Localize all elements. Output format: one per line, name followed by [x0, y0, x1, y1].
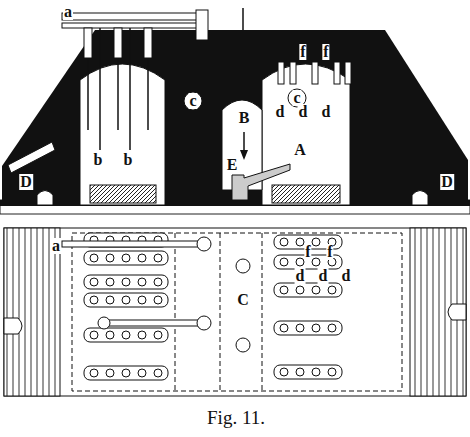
hole: [122, 331, 130, 339]
callout-letter: B: [238, 110, 251, 126]
hole: [328, 368, 336, 376]
hole: [280, 258, 288, 266]
hole-row: [274, 365, 342, 379]
hole: [90, 278, 98, 286]
hole: [328, 324, 336, 332]
hole-row: [84, 293, 168, 307]
callout-letter: a: [51, 238, 61, 254]
opening: [236, 338, 250, 352]
hole-row: [274, 321, 342, 335]
hole: [280, 324, 288, 332]
hole: [90, 254, 98, 262]
callout-letter: f: [326, 244, 333, 260]
plan-dashed-lines: [72, 233, 402, 391]
hearth: [90, 185, 156, 203]
plan-end: [4, 228, 60, 396]
callout-letter: d: [295, 268, 306, 284]
callout-letter: f: [322, 44, 329, 60]
hole: [122, 296, 130, 304]
callout-letter: f: [299, 44, 306, 60]
callout-letter: b: [93, 152, 104, 168]
hearth: [272, 185, 340, 203]
callout-letter: D: [19, 174, 33, 190]
hole: [106, 369, 114, 377]
hole: [122, 278, 130, 286]
callout-letter: D: [440, 174, 454, 190]
plan-outline: [4, 228, 466, 396]
hole: [296, 368, 304, 376]
hole: [296, 258, 304, 266]
callout-letter: c: [188, 93, 197, 109]
hole: [312, 238, 320, 246]
hole: [90, 369, 98, 377]
gas-main: [100, 320, 200, 326]
hole: [122, 254, 130, 262]
callout-letter: A: [293, 142, 307, 158]
callout-letter: C: [236, 292, 250, 308]
hole-row: [84, 328, 168, 342]
hole: [328, 286, 336, 294]
hole: [312, 258, 320, 266]
flue: [412, 191, 428, 206]
hole: [296, 238, 304, 246]
hole: [106, 331, 114, 339]
figure-caption: Fig. 11.: [207, 407, 265, 429]
left-chamber: [80, 64, 165, 205]
callout-letter: E: [226, 157, 239, 173]
opening: [236, 259, 250, 273]
plan-end: [410, 228, 466, 396]
hole-row: [274, 283, 342, 297]
hole-row: [84, 251, 168, 265]
hole: [280, 368, 288, 376]
hole: [154, 296, 162, 304]
hole: [138, 369, 146, 377]
callout-letter: d: [321, 104, 332, 120]
opening: [184, 92, 202, 110]
burner-holes: [84, 233, 342, 380]
hole: [280, 286, 288, 294]
hole: [122, 369, 130, 377]
hole: [154, 331, 162, 339]
hole: [138, 254, 146, 262]
hole: [312, 324, 320, 332]
flue: [37, 191, 53, 206]
callout-letter: d: [318, 268, 329, 284]
hole: [90, 296, 98, 304]
hole-row: [84, 275, 168, 289]
gas-main: [62, 13, 202, 20]
hole: [154, 369, 162, 377]
side-flue: [8, 142, 55, 173]
stacks: [278, 62, 351, 84]
callout-letter: d: [298, 104, 309, 120]
hole: [154, 254, 162, 262]
callout-letter: f: [304, 244, 311, 260]
hole: [138, 331, 146, 339]
masonry-body: [2, 30, 468, 200]
callout-letter: b: [123, 152, 134, 168]
gas-main: [62, 241, 198, 247]
hole: [312, 368, 320, 376]
hole: [280, 238, 288, 246]
burner-pipes: [88, 28, 148, 150]
callout-letter: a: [63, 4, 73, 20]
callout-letter: d: [341, 268, 352, 284]
hole: [106, 296, 114, 304]
hole: [106, 254, 114, 262]
hole-row: [84, 366, 168, 380]
hole: [106, 278, 114, 286]
ground-line: [0, 200, 470, 214]
hole: [90, 331, 98, 339]
hole: [154, 278, 162, 286]
callout-letter: d: [275, 104, 286, 120]
hole: [138, 278, 146, 286]
valve-pipe: [232, 164, 290, 200]
hole: [312, 286, 320, 294]
hole: [296, 286, 304, 294]
hole: [138, 296, 146, 304]
hole: [296, 324, 304, 332]
right-chamber: [262, 64, 350, 205]
